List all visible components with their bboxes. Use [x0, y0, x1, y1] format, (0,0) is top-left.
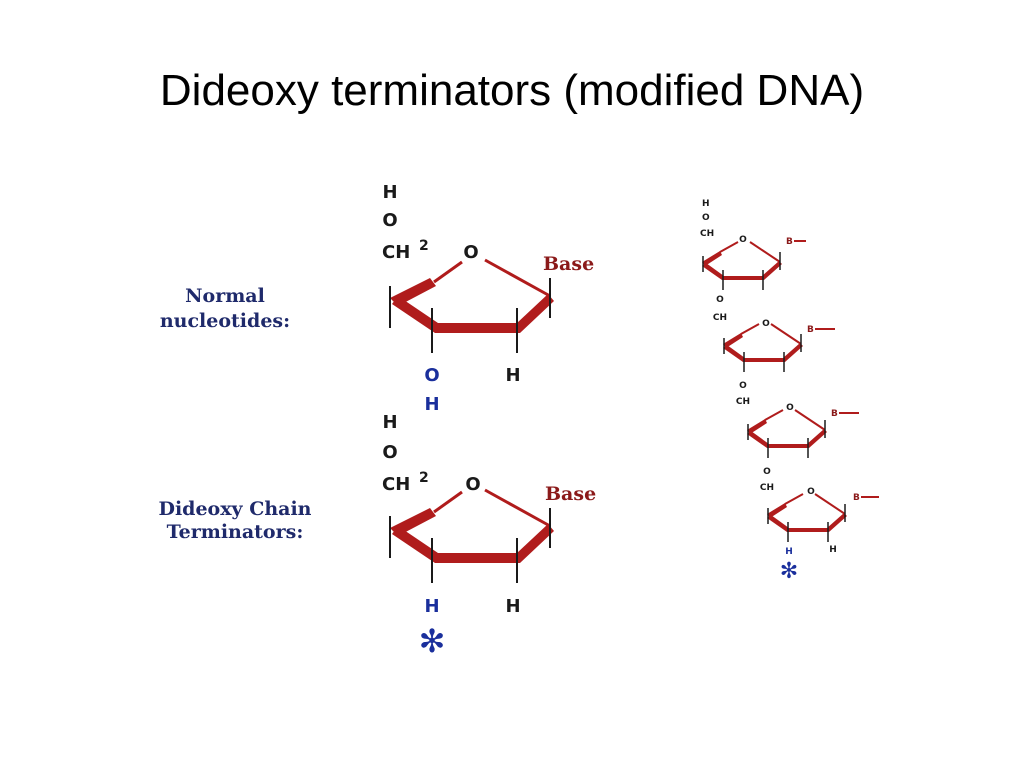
chain-ring-o: O: [786, 403, 794, 413]
ch2-group: CH: [382, 474, 410, 495]
chain-terminal-h: H: [785, 547, 793, 557]
hydrogen-3prime: H: [424, 596, 439, 617]
chain-base: B: [807, 325, 814, 335]
chain-link-ch2: CH: [736, 397, 750, 407]
chain-link-o: O: [763, 467, 771, 477]
dideoxy-diagram: Normal nucleotides: Dideoxy Chain Termin…: [145, 178, 880, 686]
ring-oxygen: O: [465, 474, 480, 495]
terminator-star-icon: ✻: [419, 622, 446, 660]
chain-base: B: [853, 493, 860, 503]
dideoxy-nucleotide: H O CH 2 O Base H H ✻: [382, 412, 596, 660]
nucleotide-chain: H O CH O B O CH O B O CH O B O CH: [700, 199, 879, 584]
base-label: Base: [543, 253, 594, 275]
chain-h-right: H: [829, 545, 837, 555]
atom-h: H: [382, 182, 397, 203]
normal-nucleotide: H O CH 2 O Base O H H: [382, 182, 594, 415]
normal-label-line1: Normal: [185, 285, 265, 307]
ch2-subscript: 2: [419, 238, 429, 254]
chain-ring-o: O: [807, 487, 815, 497]
atom-h-right: H: [505, 365, 520, 386]
atom-h-right: H: [505, 596, 520, 617]
hydroxyl-o: O: [424, 365, 439, 386]
ring-oxygen: O: [463, 242, 478, 263]
chain-h: H: [702, 199, 710, 209]
atom-o: O: [382, 442, 397, 463]
hydroxyl-h: H: [424, 394, 439, 415]
dideoxy-label-line2: Terminators:: [167, 521, 304, 543]
dideoxy-label-line1: Dideoxy Chain: [158, 498, 311, 520]
chain-link-ch2: CH: [760, 483, 774, 493]
ch2-group: CH: [382, 242, 410, 263]
base-label: Base: [545, 483, 596, 505]
chain-ch2: CH: [700, 229, 714, 239]
atom-h: H: [382, 412, 397, 433]
normal-label-line2: nucleotides:: [160, 310, 290, 332]
chain-ring-o: O: [762, 319, 770, 329]
chain-base: B: [831, 409, 838, 419]
atom-o: O: [382, 210, 397, 231]
chain-star-icon: ✻: [780, 559, 798, 584]
slide-title: Dideoxy terminators (modified DNA): [159, 66, 865, 115]
chain-link-o: O: [739, 381, 747, 391]
ch2-subscript: 2: [419, 470, 429, 486]
chain-ring-o: O: [739, 235, 747, 245]
chain-link-o: O: [716, 295, 724, 305]
chain-base: B: [786, 237, 793, 247]
chain-link-ch2: CH: [713, 313, 727, 323]
chain-o: O: [702, 213, 710, 223]
